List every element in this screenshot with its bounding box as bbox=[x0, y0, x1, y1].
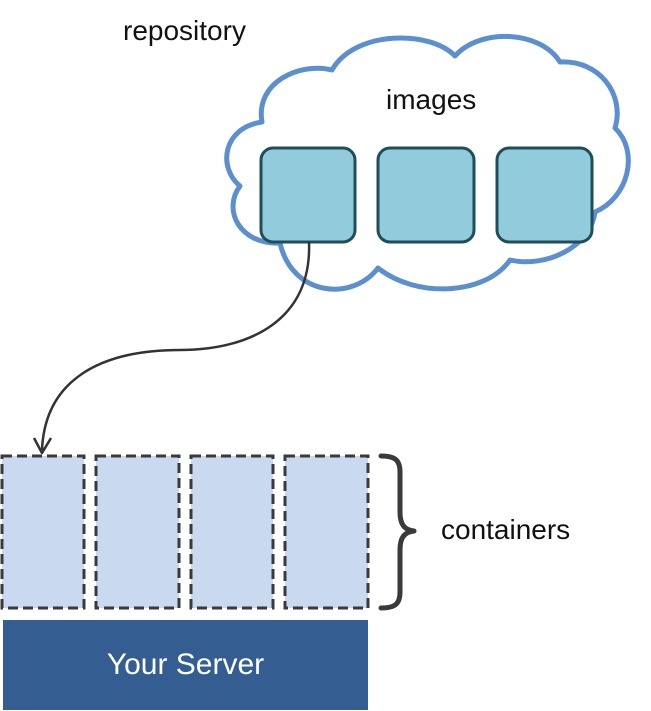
arrowhead bbox=[32, 437, 53, 455]
container-box-2 bbox=[94, 454, 181, 610]
image-square-3 bbox=[495, 146, 594, 244]
container-box-1 bbox=[0, 454, 86, 610]
container-box-3 bbox=[189, 454, 275, 610]
image-square-2 bbox=[376, 146, 476, 244]
container-box-4 bbox=[283, 454, 370, 610]
curly-brace bbox=[378, 453, 417, 611]
server-block: Your Server bbox=[3, 620, 368, 710]
image-square-1 bbox=[259, 146, 357, 244]
containers-label: containers bbox=[441, 514, 571, 545]
images-label: images bbox=[386, 84, 477, 115]
curved-arrow bbox=[40, 241, 311, 451]
repository-label: repository bbox=[123, 15, 246, 46]
server-label: Your Server bbox=[106, 648, 265, 681]
